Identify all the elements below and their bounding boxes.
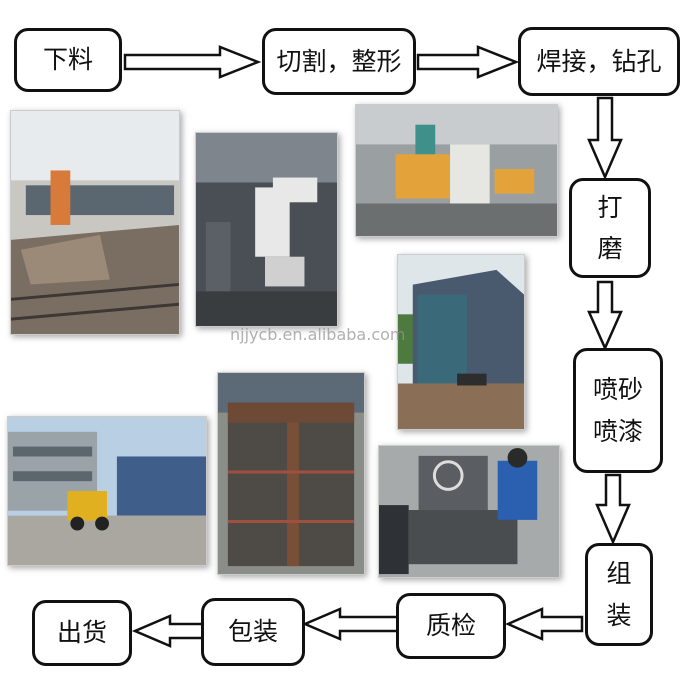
- arrow-right-2: [416, 45, 520, 79]
- step-label-line-2: 喷漆: [592, 416, 643, 446]
- photo-plasma-cutting: [10, 110, 180, 335]
- step-grinding: 打 磨: [569, 178, 651, 278]
- step-label: 切割，整形: [276, 46, 402, 76]
- step-sandblast-paint: 喷砂 喷漆: [573, 348, 663, 473]
- arrow-left-2: [301, 607, 400, 641]
- photo-welding-robot: [195, 132, 338, 327]
- step-label: 出货: [56, 618, 107, 648]
- step-shipping: 出货: [32, 600, 132, 666]
- arrow-down-2: [587, 280, 623, 352]
- step-welding-drilling: 焊接，钻孔: [518, 27, 680, 96]
- arrow-down-3: [595, 473, 631, 546]
- photo-assembly-workers: [378, 445, 560, 578]
- step-label-line-2: 磨: [597, 234, 623, 263]
- step-label-line-1: 组: [606, 559, 632, 588]
- arrow-down-1: [587, 96, 623, 181]
- watermark-text: njjycb.en.alibaba.com: [230, 325, 406, 344]
- step-material-cutting: 下料: [14, 28, 122, 92]
- photo-factory-loading: [7, 416, 207, 566]
- step-label: 质检: [425, 611, 476, 641]
- photo-sandblast-booth: [397, 254, 525, 430]
- arrow-left-3: [131, 614, 209, 648]
- step-label: 包装: [227, 617, 278, 647]
- step-label-line-1: 打: [597, 192, 623, 222]
- step-packing: 包装: [201, 598, 305, 666]
- arrow-left-1: [504, 607, 584, 641]
- step-cutting-shaping: 切割，整形: [262, 28, 416, 95]
- step-quality-check: 质检: [396, 593, 506, 659]
- step-label: 焊接，钻孔: [536, 46, 662, 76]
- step-label-line-2: 装: [606, 600, 632, 630]
- photo-packing-crate: [217, 372, 365, 575]
- step-label: 下料: [42, 45, 93, 75]
- step-assembly: 组 装: [585, 543, 653, 646]
- arrow-right-1: [123, 45, 262, 79]
- step-label-line-1: 喷砂: [592, 375, 643, 404]
- photo-drilling-machine: [355, 104, 558, 237]
